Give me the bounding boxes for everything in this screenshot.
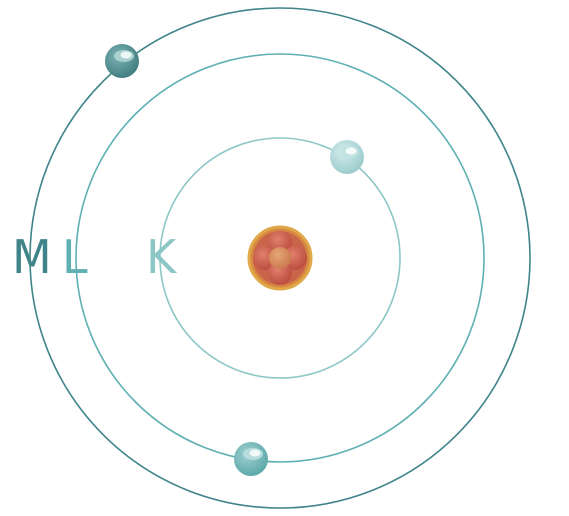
electron-icon [330, 140, 364, 174]
nucleus-icon [247, 225, 313, 291]
neutron [269, 247, 291, 269]
shell-label-k: K [146, 230, 178, 284]
shell-label-l: L [62, 230, 88, 284]
shell-k-ring [159, 137, 401, 379]
electron-icon [105, 44, 139, 78]
electron-icon [234, 442, 268, 476]
shell-m-ring [29, 7, 531, 509]
shell-l-ring [75, 53, 485, 463]
shell-label-m: M [12, 230, 52, 284]
